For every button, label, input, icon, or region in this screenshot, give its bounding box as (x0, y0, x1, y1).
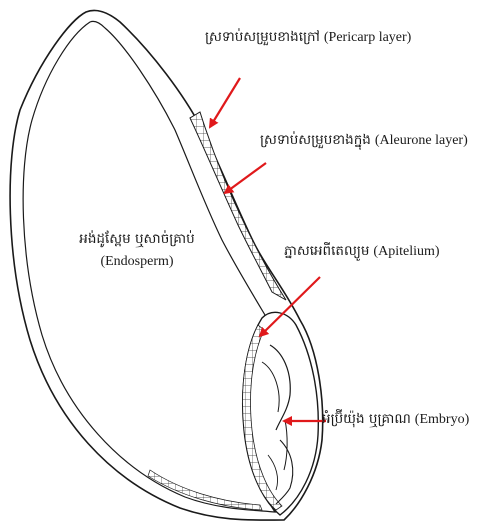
epithelium-label-khmer: ភ្នាសអេពីតេល្យូម (284, 243, 369, 259)
aleurone-label: ស្រទាប់សម្រួបខាងក្នុង (Aleurone layer) (260, 133, 468, 149)
endosperm-label-english: (Endosperm) (62, 254, 212, 270)
pericarp-label: ស្រទាប់សម្រួបខាងក្រៅ (Pericarp layer) (205, 30, 411, 46)
epithelium-label: ភ្នាសអេពីតេល្យូម (Apitelium) (284, 244, 440, 260)
embryo-label-khmer: អំប្រ៊ីយ៉ុង ឬគ្រាណ (322, 411, 411, 427)
pericarp-arrow (210, 78, 240, 127)
aleurone-arrow (225, 163, 266, 193)
aleurone-label-khmer: ស្រទាប់សម្រួបខាងក្នុង (260, 132, 371, 148)
epithelium-label-english: (Apitelium) (373, 244, 439, 259)
endosperm-label-khmer: អង់ដូស្ពែម ឬសាច់គ្រាប់ (79, 231, 194, 247)
pericarp-label-english: (Pericarp layer) (324, 30, 411, 45)
endosperm-label: អង់ដូស្ពែម ឬសាច់គ្រាប់ (Endosperm) (62, 232, 212, 270)
embryo-label-english: (Embryo) (415, 412, 469, 427)
aleurone-label-english: (Aleurone layer) (375, 133, 468, 148)
pericarp-label-khmer: ស្រទាប់សម្រួបខាងក្រៅ (205, 29, 320, 45)
embryo-label: អំប្រ៊ីយ៉ុង ឬគ្រាណ (Embryo) (322, 412, 469, 428)
